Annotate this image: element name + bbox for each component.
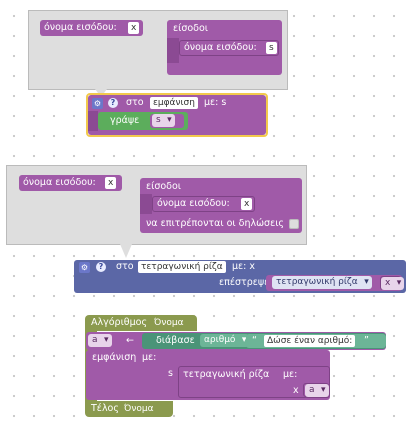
inputs-slot [167, 38, 179, 63]
param-name-field[interactable]: x [128, 22, 140, 34]
inner-param-label-2: όνομα εισόδου: [157, 198, 230, 209]
procedure-in-label: στο [126, 97, 144, 108]
inputs-label: είσοδοι [173, 23, 209, 34]
assign-arrow: ← [126, 335, 134, 346]
write-block[interactable]: γράψε s [98, 112, 188, 130]
inner-param-block[interactable]: όνομα εισόδου: s [179, 40, 279, 56]
call-sqrt-label: τετραγωνική ρίζα [183, 369, 270, 380]
call-show-block[interactable]: εμφάνιση με: s τετραγωνική ρίζα με: x a [86, 350, 330, 400]
call-sqrt-arg-dropdown[interactable]: a [305, 384, 329, 397]
bubble-pointer-2 [120, 244, 132, 258]
sqrt-call-dropdown[interactable]: τετραγωνική ρίζα [272, 276, 372, 289]
help-icon-2[interactable]: ? [96, 262, 106, 272]
program-name-field[interactable]: Όνομα [154, 318, 184, 328]
prompt-close-quote: ” [364, 335, 369, 346]
gear-icon[interactable]: ⚙ [92, 98, 103, 109]
param-block[interactable]: όνομα εισόδου: x [40, 20, 143, 36]
allow-statements-label: να επιτρέπονται οι δηλώσεις [146, 218, 285, 229]
program-start-label: Αλγόριθμος [91, 317, 148, 328]
read-label: διάβασε [156, 335, 195, 346]
assign-variable-dropdown[interactable]: a [88, 334, 112, 347]
sqrt-in-label: στο [116, 261, 134, 272]
param-label-2: όνομα εισόδου: [23, 177, 96, 188]
sqrt-call-block[interactable]: τετραγωνική ρίζα x [266, 275, 405, 291]
call-sqrt-block[interactable]: τετραγωνική ρίζα με: x a [178, 366, 330, 398]
call-sqrt-param-x: x [293, 385, 299, 396]
param-block-2[interactable]: όνομα εισόδου: x [19, 175, 122, 191]
inner-param-block-2[interactable]: όνομα εισόδου: x [152, 196, 255, 212]
sqrt-call-arg-dropdown[interactable]: x [381, 277, 405, 290]
call-show-params-label: με: [142, 352, 157, 363]
inner-param-label: όνομα εισόδου: [184, 42, 257, 53]
program-end-name-field[interactable]: Όνομα [124, 404, 154, 414]
param-name-field-2[interactable]: x [105, 177, 117, 189]
call-sqrt-params-label: με: [283, 369, 298, 380]
write-variable-dropdown[interactable]: s [152, 114, 175, 127]
assign-block[interactable]: a ← διάβασε αριθμό “ Δώσε έναν αριθμό: ” [86, 332, 386, 350]
call-show-param-s: s [168, 368, 173, 379]
param-label: όνομα εισόδου: [44, 22, 117, 33]
allow-statements-checkbox[interactable] [289, 219, 299, 229]
call-show-label: εμφάνιση [92, 352, 137, 363]
selection-outline [86, 93, 268, 137]
write-label: γράψε [110, 115, 140, 126]
prompt-open-quote: “ [252, 335, 257, 346]
prompt-text-field[interactable]: Δώσε έναν αριθμό: [264, 335, 356, 347]
sqrt-name-field[interactable]: τετραγωνική ρίζα [138, 261, 226, 273]
procedure-name-field[interactable]: εμφάνιση [150, 97, 198, 109]
procedure-def-sqrt[interactable]: ⚙ ? στο τετραγωνική ρίζα με: x επέστρεψε… [74, 260, 406, 293]
inputs-container-block[interactable]: είσοδοι όνομα εισόδου: s [167, 20, 282, 75]
return-label: επέστρεψε [219, 277, 270, 288]
help-icon[interactable]: ? [108, 98, 118, 108]
sqrt-params-label: με: x [232, 261, 256, 272]
sqrt-call-arg-block[interactable]: x [380, 276, 405, 290]
write-variable-block[interactable]: s [150, 114, 184, 128]
read-block[interactable]: διάβασε αριθμό “ Δώσε έναν αριθμό: ” [142, 333, 386, 349]
inner-param-name-field[interactable]: s [266, 42, 277, 54]
inner-param-name-field-2[interactable]: x [241, 198, 253, 210]
program-end-block[interactable]: Τέλος Όνομα [85, 401, 173, 417]
procedure-params-label: με: s [204, 97, 227, 108]
program-end-label: Τέλος [91, 403, 119, 414]
procedure-def-show[interactable]: ⚙ ? στο εμφάνιση με: s γράψε s [88, 95, 266, 135]
inputs-container-block-2[interactable]: είσοδοι όνομα εισόδου: x να επιτρέπονται… [140, 178, 302, 233]
inputs-slot-2 [140, 194, 152, 214]
gear-icon-2[interactable]: ⚙ [79, 262, 90, 273]
prompt-string-block[interactable]: “ Δώσε έναν αριθμό: ” [246, 334, 386, 348]
procedure-body-slot [88, 111, 98, 131]
read-type-dropdown[interactable]: αριθμό [200, 334, 250, 347]
call-sqrt-arg-block[interactable]: a [303, 383, 329, 397]
program-start-block[interactable]: Αλγόριθμος Όνομα [85, 315, 197, 331]
inputs-label-2: είσοδοι [146, 181, 182, 192]
